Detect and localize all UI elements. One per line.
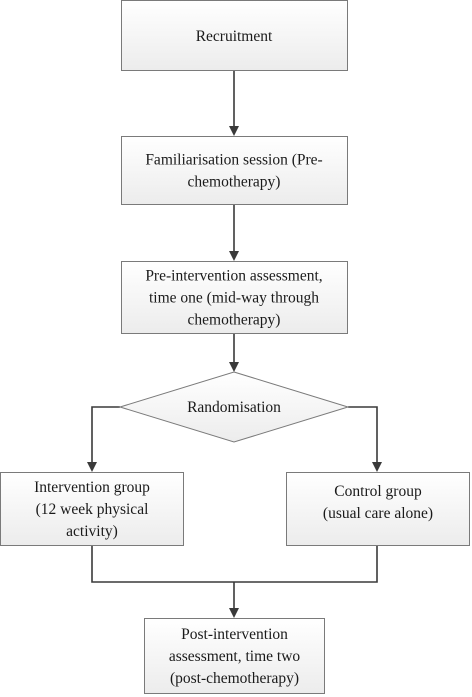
control-label: Control group (usual care alone) (323, 483, 433, 522)
label-line: (usual care alone) (323, 505, 433, 522)
node-pre-assessment: Pre-intervention assessment, time one (mi… (121, 261, 348, 334)
intervention-label: Intervention group (12 week physical activ… (34, 479, 150, 540)
label-line: chemotherapy) (188, 312, 281, 329)
label-line: chemotherapy) (188, 174, 281, 191)
connector-control-merge (234, 546, 378, 583)
arrowhead-familiarisation (229, 126, 239, 136)
post-assessment-label: Post-intervention assessment, time two (po… (169, 626, 301, 687)
label-line: Randomisation (187, 399, 281, 416)
pre-assessment-box (121, 261, 348, 334)
node-familiarisation: Familiarisation session (Pre-chemotherap… (121, 136, 348, 205)
arrowhead-control (372, 462, 382, 472)
pre-assessment-label: Pre-intervention assessment, time one (mi… (145, 268, 322, 329)
node-recruitment: Recruitment (121, 0, 348, 71)
arrowhead-postassessment (229, 608, 239, 618)
label-line: (post-chemotherapy) (170, 670, 299, 687)
arrowhead-randomisation (229, 362, 239, 372)
node-intervention: Intervention group (12 week physical activ… (0, 472, 184, 546)
intervention-box (0, 472, 184, 546)
connector-intervention-merge (91, 546, 234, 583)
recruitment-box (121, 0, 348, 71)
label-line: Familiarisation session (Pre- (145, 152, 322, 169)
randomisation-label: Randomisation (187, 399, 281, 416)
label-line: Recruitment (196, 28, 273, 45)
node-post-assessment: Post-intervention assessment, time two (po… (144, 618, 325, 694)
label-line: time one (mid-way through (149, 290, 319, 307)
label-line: activity) (66, 523, 118, 540)
randomisation-diamond (118, 371, 350, 443)
label-line: assessment, time two (169, 648, 301, 665)
node-control: Control group (usual care alone) (286, 472, 470, 546)
familiarisation-label: Familiarisation session (Pre-chemotherap… (145, 152, 322, 191)
label-line: Pre-intervention assessment, (145, 268, 322, 285)
label-line: Intervention group (34, 479, 150, 496)
connector-randomisation-intervention (91, 406, 120, 464)
label-line: (12 week physical (36, 501, 149, 518)
label-line: Control group (334, 483, 422, 500)
familiarisation-box (121, 136, 348, 205)
post-assessment-box (144, 618, 325, 694)
connectors (87, 71, 382, 618)
label-line: Post-intervention (181, 626, 288, 643)
connector-randomisation-control (348, 406, 378, 464)
arrowhead-preassessment (229, 251, 239, 261)
arrowhead-intervention (87, 462, 97, 472)
control-box (286, 472, 470, 546)
recruitment-label: Recruitment (196, 28, 273, 45)
node-randomisation: Randomisation (118, 371, 350, 443)
